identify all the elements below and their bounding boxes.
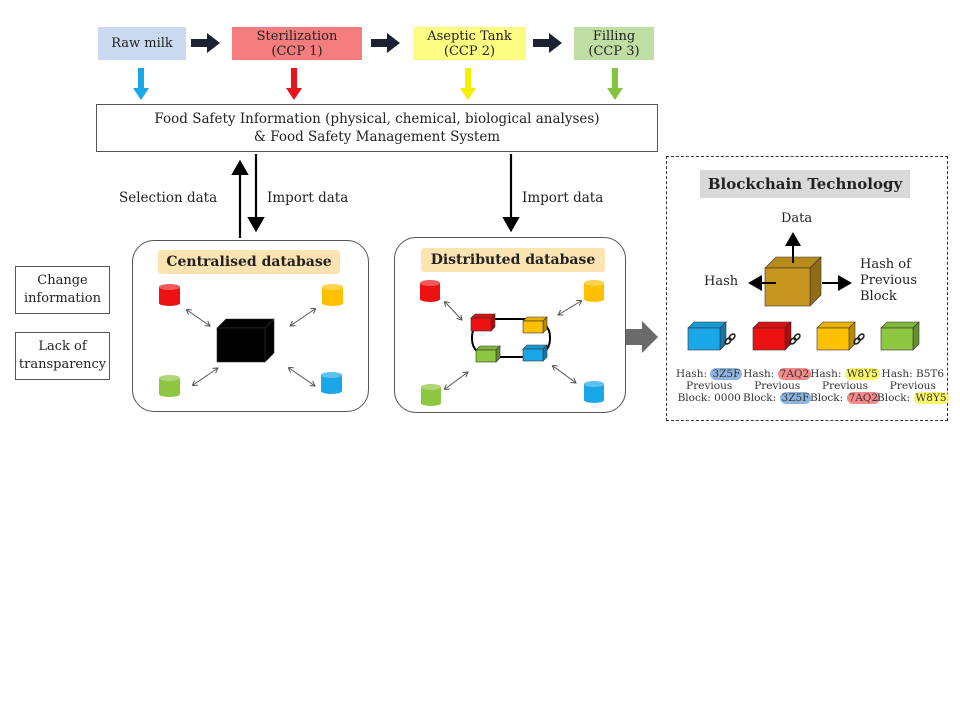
chain-link-icon [857,333,865,341]
change-information-box: Change information [15,266,110,314]
stage-label: Raw milk [111,36,173,51]
blockchain-title: Blockchain Technology [700,170,910,198]
bidirectional-arrow-icon [193,368,218,385]
hash-label: Hash [704,274,739,289]
node-cube-icon [475,345,501,363]
flow-arrow-icon [191,33,220,53]
lack-of-transparency-box: Lack of transparency [15,332,110,380]
label-line: Hash of [860,257,911,272]
side-box-line: information [23,291,102,306]
previous-label: Previous [686,380,733,392]
node-cube-icon [522,344,548,362]
hash-value: 3Z5F [710,368,743,380]
bidirectional-arrow-icon [445,372,468,389]
food-safety-line1: Food Safety Information (physical, chemi… [154,111,600,127]
flow-arrow-icon [371,33,400,53]
food-safety-info-box: Food Safety Information (physical, chemi… [96,104,658,152]
side-box-line: transparency [18,357,107,372]
central-server-cube-icon [216,318,275,363]
database-cylinder-icon [321,372,342,394]
database-cylinder-icon [420,280,440,302]
prev-hash-value: 7AQ2 [846,392,881,404]
prev-hash-value: 0000 [714,392,741,404]
label-line: Block [860,289,897,304]
block-label: Block: [877,392,914,404]
side-box-line: Change [37,273,88,288]
ring-connection [471,318,551,358]
database-cylinder-icon [159,375,180,397]
down-arrow-icon [607,68,623,100]
hash-value: W8Y5 [844,368,880,380]
hash-label: Hash: [743,368,778,380]
flow-arrow-icon [533,33,562,53]
prev-hash-value: W8Y5 [913,392,949,404]
selection-data-label: Selection data [119,190,218,206]
node-cube-icon [470,313,496,332]
block-label: Block: [677,392,715,404]
hash-of-previous-block-label: Hash of Previous Block [860,257,917,305]
chain-link-icon [724,337,732,345]
previous-label: Previous [822,380,869,392]
bidirectional-arrow-icon [290,309,315,326]
previous-label: Previous [889,380,936,392]
stage-sterilization: Sterilization (CCP 1) [232,27,362,60]
down-arrow-icon [286,68,302,100]
prev-hash-value: 3Z5F [779,392,812,404]
down-arrow-icon [133,68,149,100]
stage-sub: (CCP 2) [443,43,496,59]
stage-label: Filling [592,28,636,44]
hash-label: Hash: [810,368,845,380]
distributed-database-title: Distributed database [421,248,605,272]
hash-label: Hash: [881,368,916,380]
stage-label: Aseptic Tank [427,28,512,44]
blockchain-panel [666,156,948,421]
chain-link-icon [853,337,861,345]
chain-link-icon [793,333,801,341]
database-cylinder-icon [584,280,604,302]
import-data-label: Import data [267,190,349,206]
bidirectional-arrow-icon [445,302,462,320]
bidirectional-arrow-icon [289,368,315,386]
block-label: Block: [743,392,780,404]
hash-value: 7AQ2 [777,368,812,380]
stage-filling: Filling (CCP 3) [574,27,654,60]
block-label: Block: [810,392,847,404]
bidirectional-arrow-icon [187,310,210,326]
chain-block-icon [880,321,920,351]
hash-label: Hash: [676,368,711,380]
node-cube-icon [522,316,548,334]
chain-block-icon [687,321,727,351]
data-label: Data [781,211,813,226]
stage-aseptic-tank: Aseptic Tank (CCP 2) [413,27,526,60]
database-cylinder-icon [584,381,604,403]
chain-link-icon [789,337,797,345]
stage-sub: (CCP 3) [588,43,640,59]
database-cylinder-icon [421,384,441,406]
label-line: Previous [860,273,918,288]
stage-raw-milk: Raw milk [98,27,186,60]
chain-block-icon [816,321,856,351]
previous-label: Previous [754,380,801,392]
bidirectional-arrow-icon [553,366,576,383]
food-safety-line2: & Food Safety Management System [253,129,501,145]
stage-label: Sterilization [256,28,338,44]
database-cylinder-icon [159,284,180,306]
bidirectional-arrow-icon [558,301,581,315]
centralised-database-title: Centralised database [158,250,340,274]
side-box-line: Lack of [38,339,87,354]
database-cylinder-icon [322,284,343,306]
chain-link-icon [728,333,736,341]
block-cube-icon [764,256,822,307]
chain-block-icon [752,321,792,351]
import-data-label-right: Import data [522,190,604,206]
stage-sub: (CCP 1) [271,43,323,59]
hash-value: B5T6 [915,368,945,380]
down-arrow-icon [460,68,476,100]
